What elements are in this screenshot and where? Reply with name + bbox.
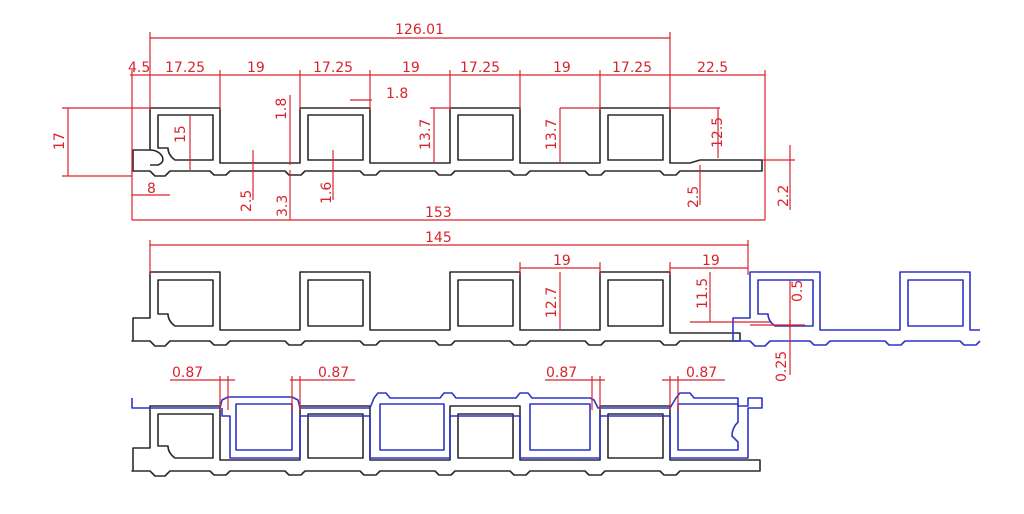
top-chamber-1 xyxy=(157,114,214,161)
middle-dimension-labels: 145 19 19 12.7 11.5 0.5 0.25 xyxy=(425,230,806,382)
bottom-dimension-labels: 0.87 0.87 0.87 0.87 xyxy=(172,365,717,381)
dim-153: 153 xyxy=(425,205,452,221)
dim-mid-19-b: 19 xyxy=(702,253,720,269)
dim-13-7-a: 13.7 xyxy=(418,119,434,150)
dim-1-8: 1.8 xyxy=(386,86,408,102)
dim-126-01: 126.01 xyxy=(395,22,444,38)
bottom-profile xyxy=(131,405,761,477)
dim-0-87-d: 0.87 xyxy=(686,365,717,381)
top-chamber-4 xyxy=(607,114,664,161)
dim-17-25-d: 17.25 xyxy=(612,60,652,76)
top-profile-base xyxy=(131,107,763,177)
top-dimension-labels: 126.01 4.5 17.25 19 17.25 19 17.25 19 17… xyxy=(52,22,792,221)
dim-145: 145 xyxy=(425,230,452,246)
dim-12-5: 12.5 xyxy=(710,117,726,148)
mid-chamber-2 xyxy=(307,279,364,327)
dim-1-8-vert: 1.8 xyxy=(274,98,290,120)
top-chamber-2 xyxy=(307,114,364,161)
dim-0-25: 0.25 xyxy=(774,351,790,382)
dim-0-87-c: 0.87 xyxy=(546,365,577,381)
dim-0-87-a: 0.87 xyxy=(172,365,203,381)
dim-12-7: 12.7 xyxy=(544,287,560,318)
dim-mid-19-a: 19 xyxy=(553,253,571,269)
mid-chamber-4 xyxy=(607,279,664,327)
bottom-mate-base xyxy=(131,392,763,459)
dim-19-c: 19 xyxy=(553,60,571,76)
mid-chamber-3 xyxy=(457,279,514,327)
top-profile xyxy=(131,107,763,177)
dim-2-2: 2.2 xyxy=(776,185,792,207)
dim-2-5-a: 2.5 xyxy=(239,190,255,212)
dim-1-6: 1.6 xyxy=(319,182,335,204)
dim-4-5: 4.5 xyxy=(128,60,150,76)
bottom-mate-chamber-4 xyxy=(677,403,739,451)
top-hook xyxy=(149,149,164,166)
mid-mate-chamber-2 xyxy=(907,279,964,327)
top-chamber-3 xyxy=(457,114,514,161)
middle-profile xyxy=(131,271,741,347)
dim-0-87-b: 0.87 xyxy=(318,365,349,381)
dim-3-3: 3.3 xyxy=(275,195,291,217)
bottom-profile-base xyxy=(131,405,761,477)
dim-2-5-b: 2.5 xyxy=(686,186,702,208)
bottom-chamber-3 xyxy=(457,413,514,459)
bottom-chamber-2 xyxy=(307,413,364,459)
bottom-mate-profile xyxy=(131,392,763,459)
dim-19-a: 19 xyxy=(247,60,265,76)
dim-15: 15 xyxy=(173,125,189,143)
mid-mate-base xyxy=(732,271,981,347)
dim-22-5: 22.5 xyxy=(697,60,728,76)
dim-17: 17 xyxy=(52,132,68,150)
bottom-mate-chamber-2 xyxy=(379,403,445,451)
bottom-chamber-4 xyxy=(607,413,664,459)
bottom-chamber-1 xyxy=(157,413,214,459)
mid-mate-chamber-1 xyxy=(757,279,814,327)
top-dimensions xyxy=(62,32,795,221)
bottom-mate-chamber-1 xyxy=(235,403,293,451)
dim-17-25-a: 17.25 xyxy=(165,60,205,76)
mid-profile-base xyxy=(131,271,741,347)
dim-17-25-b: 17.25 xyxy=(313,60,353,76)
bottom-mate-chamber-3 xyxy=(529,403,591,451)
middle-dimensions xyxy=(149,240,805,375)
dim-11-5: 11.5 xyxy=(695,278,711,309)
dim-17-25-c: 17.25 xyxy=(460,60,500,76)
dim-0-5: 0.5 xyxy=(790,280,806,302)
mid-chamber-1 xyxy=(157,279,214,327)
dim-19-b: 19 xyxy=(402,60,420,76)
bottom-dimensions xyxy=(170,376,725,410)
dim-13-7-b: 13.7 xyxy=(544,119,560,150)
middle-mate-profile xyxy=(732,271,981,347)
dim-8: 8 xyxy=(147,181,156,197)
